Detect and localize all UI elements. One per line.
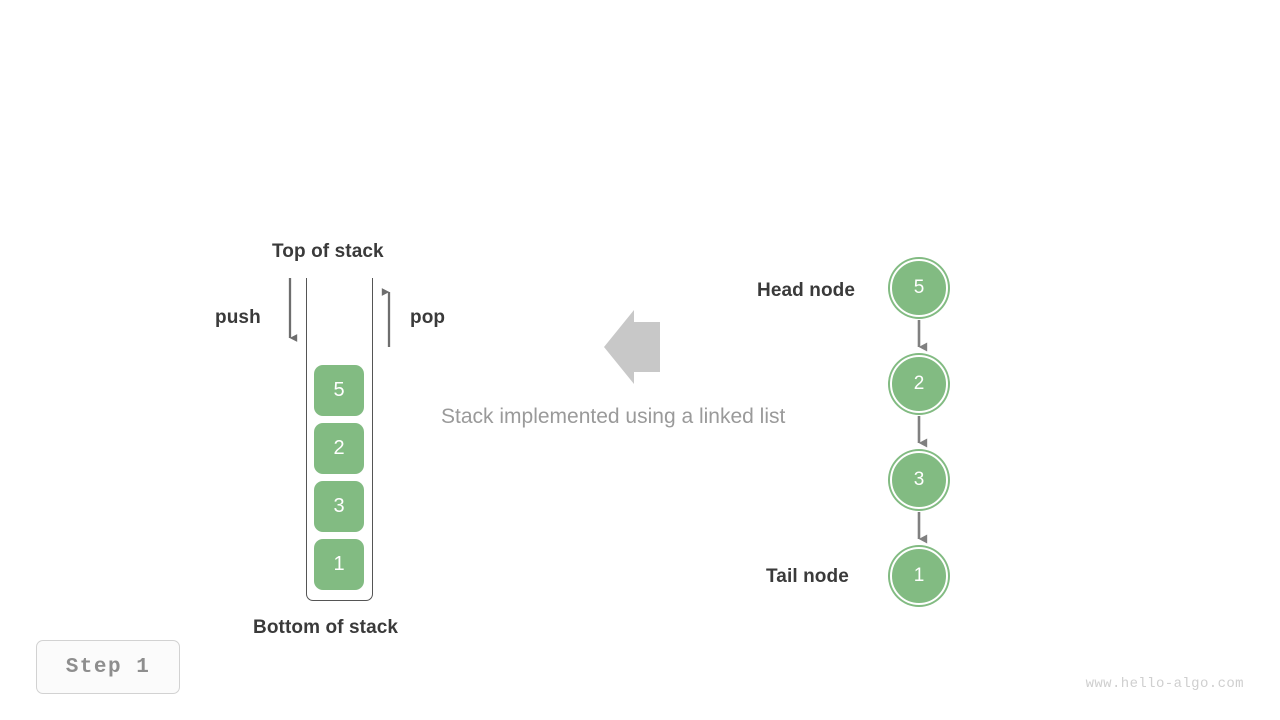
- stack-cell: 1: [314, 539, 364, 590]
- top-of-stack-label: Top of stack: [272, 241, 384, 262]
- stack-cell: 5: [314, 365, 364, 416]
- stack-cell: 3: [314, 481, 364, 532]
- stack-cell: 2: [314, 423, 364, 474]
- diagram-caption: Stack implemented using a linked list: [441, 405, 786, 428]
- step-badge-text: Step 1: [65, 655, 151, 679]
- stack-container: [306, 278, 373, 601]
- linked-list-node: 3: [890, 451, 948, 509]
- bottom-of-stack-label: Bottom of stack: [253, 617, 399, 638]
- watermark: www.hello-algo.com: [1085, 676, 1244, 692]
- linked-list-node: 5: [890, 259, 948, 317]
- push-label: push: [215, 307, 261, 328]
- step-badge: Step 1: [36, 640, 180, 694]
- linked-list-node: 1: [890, 547, 948, 605]
- transform-arrow-icon: [604, 310, 660, 384]
- head-node-label: Head node: [757, 280, 856, 301]
- tail-node-label: Tail node: [766, 566, 849, 587]
- pop-label: pop: [410, 307, 446, 328]
- linked-list-node: 2: [890, 355, 948, 413]
